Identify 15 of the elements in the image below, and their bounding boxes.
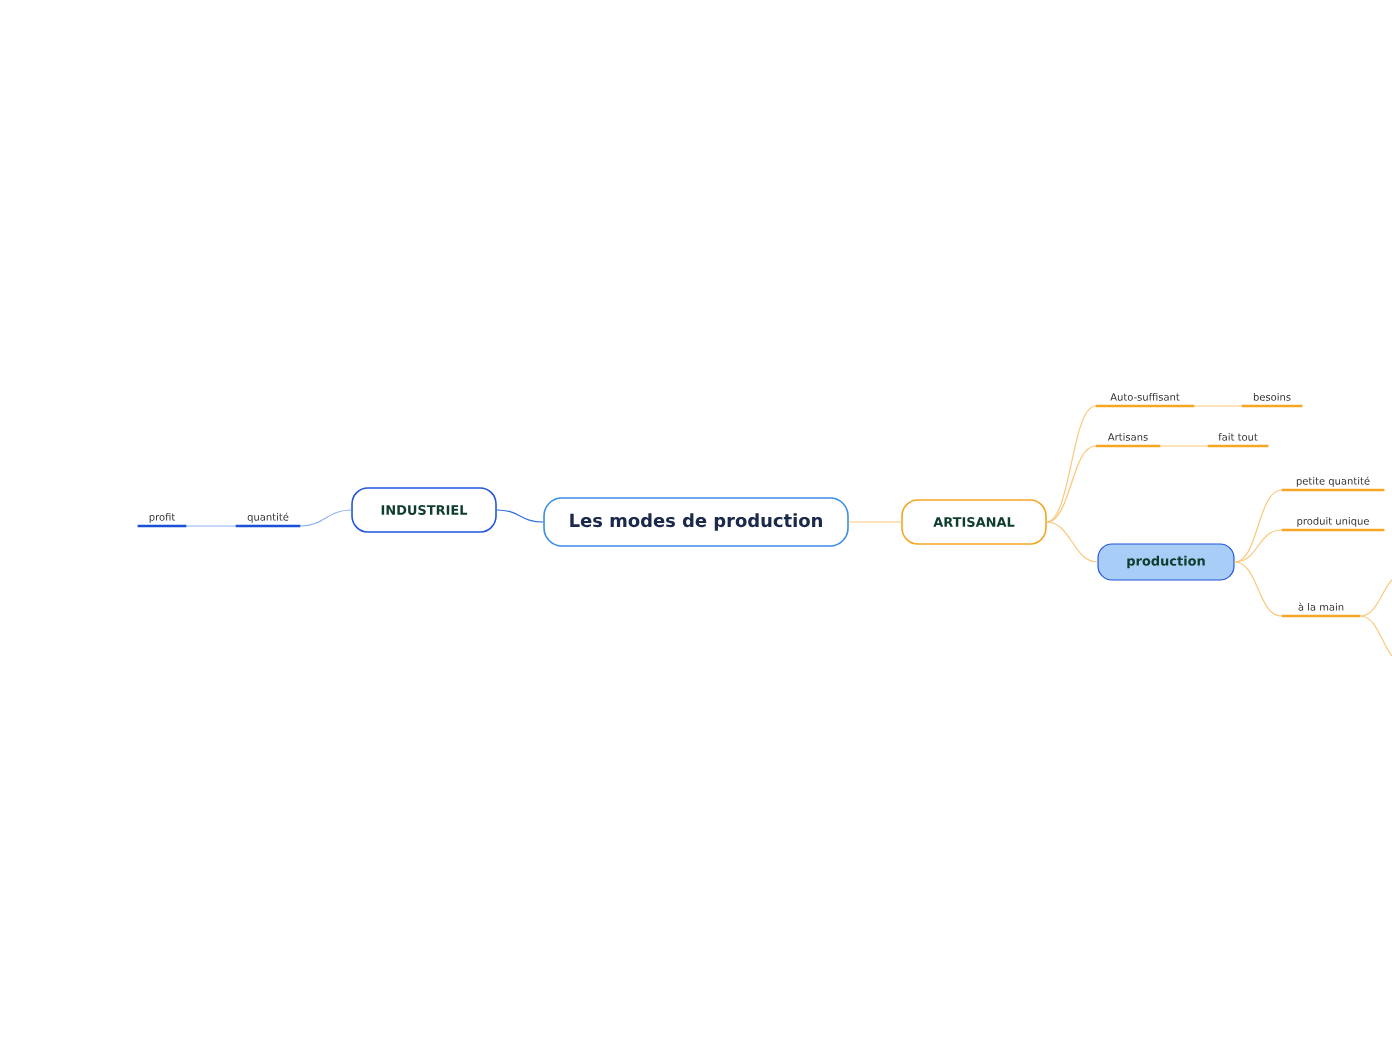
connector	[1193, 405, 1243, 407]
connector	[848, 521, 902, 523]
connector	[1159, 445, 1209, 447]
central-topic-box: Les modes de production	[543, 497, 849, 547]
connector	[1359, 575, 1392, 617]
connector	[1234, 489, 1283, 563]
connector	[1359, 615, 1392, 661]
connector	[1046, 521, 1098, 563]
connector	[185, 525, 237, 527]
connector	[1046, 445, 1097, 523]
connector	[299, 509, 352, 527]
connector	[496, 509, 544, 523]
connector	[1234, 561, 1283, 617]
connector	[1046, 405, 1097, 523]
connector	[1234, 529, 1283, 563]
